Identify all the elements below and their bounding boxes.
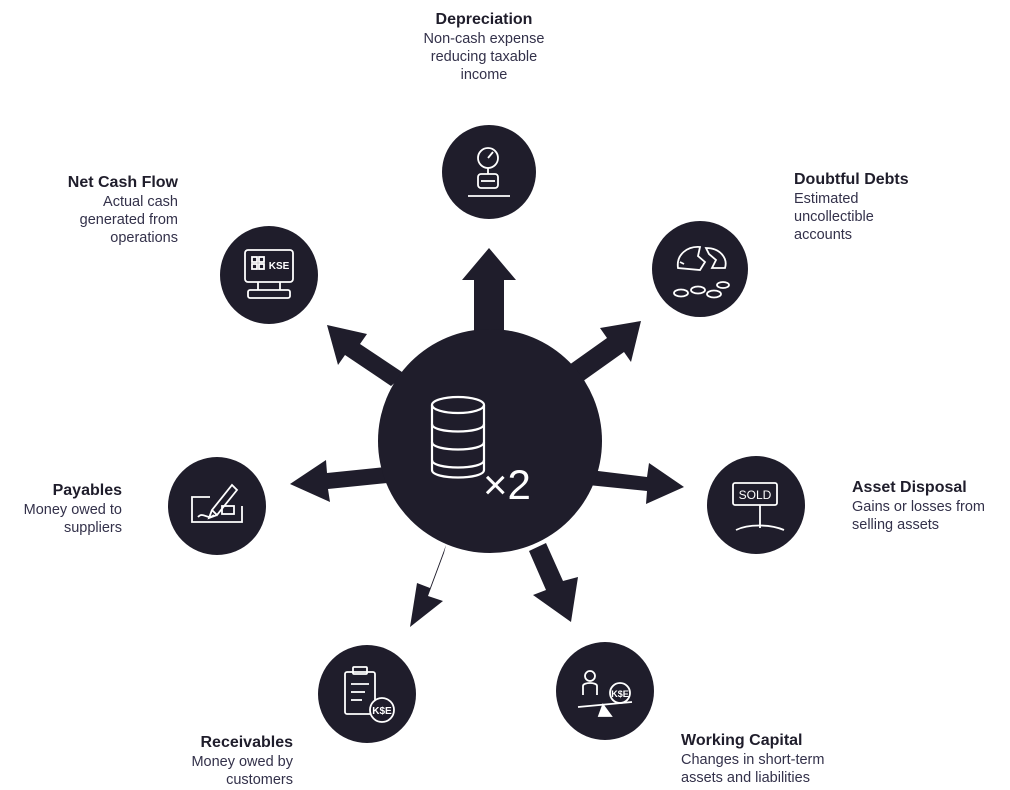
sold-sign-text: SOLD <box>739 488 772 502</box>
center-multiplier: ×2 <box>483 461 531 508</box>
node-depreciation <box>442 125 536 219</box>
pressure-gauge-icon <box>468 147 510 197</box>
node-asset-disposal: SOLD <box>707 456 805 554</box>
net-cash-flow-desc-line1: Actual cash <box>103 194 178 210</box>
working-capital-desc-line2: assets and liabilities <box>681 770 810 787</box>
arrow-to-depreciation <box>462 248 516 340</box>
label-doubtful-debts: Doubtful Debts Estimated uncollectible a… <box>794 170 994 244</box>
clipboard-invoice-icon <box>344 666 395 723</box>
payables-desc-line1: Money owed to <box>23 502 122 518</box>
net-cash-flow-desc-line2: generated from <box>79 212 178 229</box>
asset-disposal-desc-line2: selling assets <box>852 517 940 534</box>
node-doubtful-debts <box>652 221 748 317</box>
receivables-title: Receivables <box>200 734 293 751</box>
depreciation-title: Depreciation <box>435 11 533 28</box>
doubtful-debts-desc-line2: uncollectible <box>794 209 874 226</box>
arrow-to-receivables <box>410 545 446 627</box>
check-signing-icon <box>191 483 243 523</box>
payables-title: Payables <box>52 482 122 499</box>
receivables-currency: K$E <box>372 706 392 717</box>
net-cash-flow-title: Net Cash Flow <box>67 174 178 191</box>
node-net-cash-flow: KSE <box>220 226 318 324</box>
label-asset-disposal: Asset Disposal Gains or losses from sell… <box>852 478 1007 534</box>
sold-sign-icon <box>732 482 785 531</box>
arrows <box>290 248 684 627</box>
depreciation-desc-line3: income <box>460 67 508 84</box>
center-hub: ×2 <box>378 329 602 553</box>
broken-piggy-bank-icon <box>673 246 730 299</box>
label-net-cash-flow: Net Cash Flow Actual cash generated from… <box>18 173 178 247</box>
node-payables <box>168 457 266 555</box>
depreciation-desc-line1: Non-cash expense <box>423 31 545 47</box>
computer-terminal-icon <box>244 249 294 299</box>
arrow-to-payables <box>290 460 407 502</box>
net-cash-flow-desc-line3: operations <box>110 230 178 247</box>
doubtful-debts-desc-line3: accounts <box>794 227 853 244</box>
asset-disposal-title: Asset Disposal <box>852 479 967 496</box>
node-working-capital: K$E <box>556 642 654 740</box>
doubtful-debts-title: Doubtful Debts <box>794 171 909 188</box>
net-cash-flow-currency: KSE <box>269 261 290 272</box>
arrow-to-net-cash-flow <box>327 325 405 386</box>
arrow-to-working-capital <box>529 543 578 622</box>
label-receivables: Receivables Money owed by customers <box>133 733 293 789</box>
label-payables: Payables Money owed to suppliers <box>2 481 122 537</box>
receivables-desc-line2: customers <box>226 772 293 789</box>
label-depreciation: Depreciation Non-cash expense reducing t… <box>394 10 574 84</box>
working-capital-desc-line1: Changes in short-term <box>681 752 825 768</box>
working-capital-title: Working Capital <box>681 732 803 749</box>
arrow-to-doubtful-debts <box>562 321 641 384</box>
doubtful-debts-desc-line1: Estimated <box>794 191 859 207</box>
asset-disposal-desc-line1: Gains or losses from <box>852 499 985 515</box>
depreciation-desc-line2: reducing taxable <box>430 49 538 66</box>
balance-scale-icon <box>577 670 633 717</box>
payables-desc-line2: suppliers <box>63 520 122 537</box>
arrow-to-asset-disposal <box>588 463 684 504</box>
node-receivables: K$E <box>318 645 416 743</box>
receivables-desc-line1: Money owed by <box>191 754 293 770</box>
working-capital-currency: K$E <box>611 689 629 699</box>
label-working-capital: Working Capital Changes in short-term as… <box>681 731 881 787</box>
database-stack-icon <box>430 395 486 479</box>
